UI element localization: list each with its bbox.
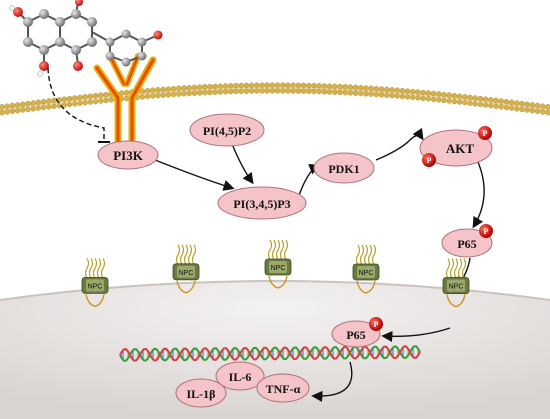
arrow-dna-to-cytokines <box>311 361 353 402</box>
node-tnfa: TNF-α <box>256 373 310 403</box>
node-pip3-label: PI(3,4,5)P3 <box>233 197 290 211</box>
node-pip2-label: PI(4,5)P2 <box>203 124 251 138</box>
npc-4: NPC <box>352 244 380 294</box>
nuclear-pore-complexes: NPC NPC NPC NPC NPC <box>81 239 470 308</box>
node-pdk1: PDK1 <box>313 152 375 184</box>
svg-text:P: P <box>427 156 432 165</box>
nucleus <box>0 281 550 419</box>
node-il6-label: IL-6 <box>229 370 252 384</box>
node-pi3k: PI3K <box>97 140 159 170</box>
npc-label: NPC <box>449 284 464 291</box>
node-il6: IL-6 <box>215 361 265 391</box>
phospho-akt-top: P <box>478 126 492 140</box>
cell-membrane <box>0 82 550 116</box>
npc-3: NPC <box>264 239 292 289</box>
svg-text:P: P <box>374 320 379 329</box>
arrow-npc-to-p65-nucleus <box>381 327 451 343</box>
node-pip3: PI(3,4,5)P3 <box>217 186 307 220</box>
compound-molecule-icon <box>9 0 163 77</box>
node-p65-cytoplasm-label: P65 <box>457 237 476 251</box>
npc-label: NPC <box>359 270 374 277</box>
node-il1b-label: IL-1β <box>187 387 216 401</box>
inhibition-line <box>47 67 105 142</box>
node-akt: AKT <box>419 129 493 167</box>
phospho-p65-nucleus: P <box>369 317 383 331</box>
phospho-akt-left: P <box>422 153 436 167</box>
arrow-pip2-to-pip3 <box>231 143 254 185</box>
svg-text:P: P <box>483 129 488 138</box>
npc-1: NPC <box>81 258 109 308</box>
node-pi3k-label: PI3K <box>113 148 144 163</box>
node-pdk1-label: PDK1 <box>328 162 359 176</box>
svg-text:P: P <box>484 227 489 236</box>
phospho-p65-cytoplasm: P <box>479 224 493 238</box>
npc-5: NPC <box>442 258 470 308</box>
node-p65-cytoplasm: P65 <box>441 228 493 258</box>
node-p65-nucleus-label: P65 <box>346 328 365 342</box>
arrow-akt-to-p65 <box>472 161 485 229</box>
npc-label: NPC <box>271 265 286 272</box>
arrow-pdk1-to-akt <box>375 127 424 161</box>
node-p65-nucleus: P65 <box>331 320 381 348</box>
npc-label: NPC <box>179 270 194 277</box>
nuclear-envelope <box>0 280 550 301</box>
node-tnfa-label: TNF-α <box>266 382 301 396</box>
node-pip2: PI(4,5)P2 <box>189 113 265 147</box>
arrow-pi3k-to-pip3 <box>149 157 235 191</box>
npc-label: NPC <box>88 283 103 290</box>
receptor-icon <box>93 53 157 154</box>
node-il1b: IL-1β <box>175 378 227 408</box>
node-akt-label: AKT <box>446 141 475 156</box>
dna-helix-icon <box>119 345 421 362</box>
npc-2: NPC <box>172 244 200 294</box>
